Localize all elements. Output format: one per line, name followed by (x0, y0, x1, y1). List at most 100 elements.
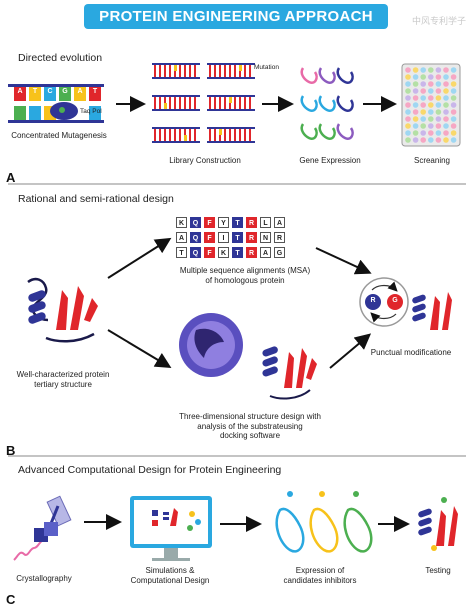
r-label: R (370, 297, 376, 304)
msa-cell: L (260, 217, 271, 228)
testing-caption: Testing (425, 566, 451, 575)
screening-caption: Screaning (413, 156, 451, 165)
msa-caption-line: Multiple sequence alignments (MSA) (179, 266, 311, 275)
plate-well (435, 102, 442, 108)
punctual-caption: Punctual modificatione (370, 348, 452, 357)
section-c-letter: C (6, 592, 16, 607)
plate-well (420, 137, 427, 143)
msa-cell: T (232, 217, 243, 228)
msa-cell: F (204, 232, 215, 243)
plate-well (443, 74, 449, 80)
plate-well (412, 116, 419, 122)
expression-caption: Gene Expression (299, 156, 361, 165)
section-b-title: Rational and semi-rational design (18, 193, 174, 205)
plate-well (420, 81, 427, 87)
plate-well (443, 116, 449, 122)
plate-well (435, 67, 442, 73)
arrow-b4 (329, 333, 372, 369)
protein-structure-left-icon (27, 277, 98, 343)
plate-well (405, 137, 411, 143)
plate-well (428, 123, 434, 129)
punctual-mod-icon (359, 277, 452, 330)
plate-well (428, 137, 434, 143)
msa-cell: R (274, 232, 285, 243)
plate-well (412, 137, 419, 143)
plate-well (420, 102, 427, 108)
testing-protein-icon (418, 497, 458, 551)
crystallography-caption: Crystallography (16, 574, 72, 583)
plate-well (420, 67, 427, 73)
plate-well (443, 88, 449, 94)
plate-well (450, 88, 457, 94)
msa-cell: R (246, 247, 257, 258)
plate-well (420, 109, 427, 115)
plate-well (405, 74, 411, 80)
msa-cell: R (246, 232, 257, 243)
structure-caption: Well-characterized protein tertiary stru… (8, 370, 118, 389)
msa-cell: K (218, 247, 229, 258)
plate-well (405, 102, 411, 108)
plate-well (428, 95, 434, 101)
plate-well (420, 123, 427, 129)
msa-cell: G (274, 247, 285, 258)
protein-structure-middle-icon (262, 346, 317, 400)
arrow-b1 (107, 237, 172, 279)
msa-cell: T (176, 247, 187, 258)
plate-well (428, 81, 434, 87)
g-label: G (392, 297, 398, 304)
msa-cell: Q (190, 217, 201, 228)
candidate-cells-icon (275, 491, 373, 553)
plate-well (443, 95, 449, 101)
msa-cell: F (204, 217, 215, 228)
plate-well (435, 130, 442, 136)
plate-well (412, 123, 419, 129)
plate-well (412, 74, 419, 80)
taq-label: Taq Pol (80, 108, 102, 115)
msa-cell: T (232, 247, 243, 258)
library-dna-icon (152, 63, 255, 143)
plate-well (412, 81, 419, 87)
plate-well (435, 81, 442, 87)
plate-well (450, 102, 457, 108)
plate-well (450, 137, 457, 143)
library-caption: Library Construction (169, 156, 241, 165)
msa-cell: Q (190, 247, 201, 258)
msa-cell: A (176, 232, 187, 243)
plate-well (405, 109, 411, 115)
docking-sphere-icon (179, 313, 243, 377)
plate-well (450, 67, 457, 73)
arrow-b2 (107, 329, 172, 369)
structure-caption-line: tertiary structure (34, 379, 92, 389)
msa-cell: R (246, 217, 257, 228)
plate-well (412, 88, 419, 94)
msa-cell: F (204, 247, 215, 258)
plate-well (428, 116, 434, 122)
plate-well (428, 109, 434, 115)
plate-well (435, 88, 442, 94)
plate-well (412, 67, 419, 73)
section-a-letter: A (6, 170, 16, 185)
plate-well (428, 102, 434, 108)
plate-well (428, 130, 434, 136)
plate-well (443, 67, 449, 73)
plate-well (450, 130, 457, 136)
plate-well (412, 102, 419, 108)
plate-well (420, 95, 427, 101)
msa-cell: Y (218, 217, 229, 228)
plate-well (428, 67, 434, 73)
section-b-letter: B (6, 443, 16, 458)
plate-well (405, 67, 411, 73)
expression-candidates-caption-line: Expression of (295, 566, 345, 575)
plate-well (435, 137, 442, 143)
plate-well (443, 130, 449, 136)
plate-well (435, 74, 442, 80)
plate-well (420, 130, 427, 136)
expression-candidates-caption: Expression of candidates inhibitors (270, 566, 370, 585)
mutation-label: Mutation (254, 64, 279, 71)
msa-cell: K (176, 217, 187, 228)
plate-well (443, 123, 449, 129)
expression-candidates-caption-line: candidates inhibitors (283, 575, 357, 585)
msa-cell: Q (190, 232, 201, 243)
